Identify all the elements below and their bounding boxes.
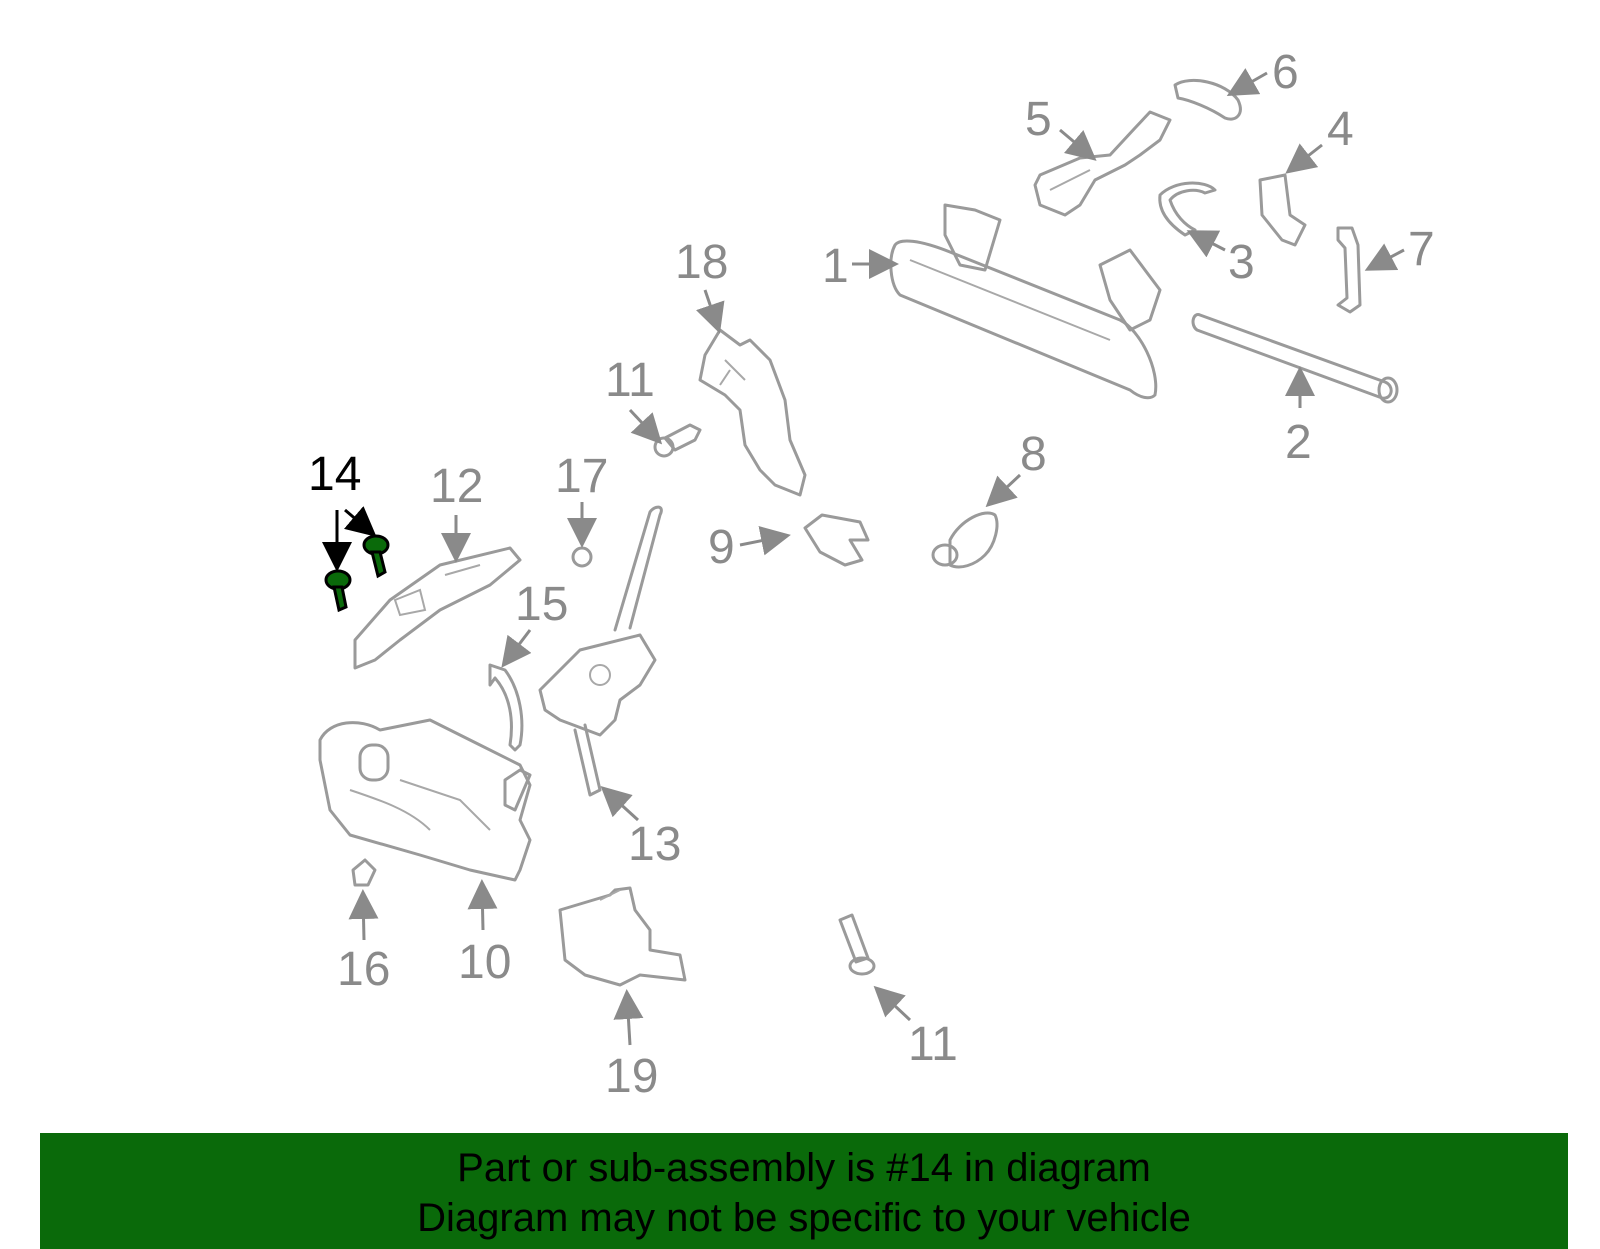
part-8-lock-cylinder: [931, 511, 999, 569]
part-6-cap: [1173, 78, 1242, 121]
callout-9: 9: [708, 521, 735, 574]
callout-7: 7: [1408, 223, 1435, 276]
part-14-clips: [324, 534, 390, 613]
part-10-lock-actuator: [318, 718, 532, 882]
callout-3: 3: [1228, 236, 1255, 289]
leader-lines: [322, 68, 1405, 1046]
part-4-bracket: [1258, 173, 1307, 247]
part-2-rod: [1191, 313, 1399, 404]
parts-diagram: 1 2 3 4 5 6 7 8 9 10 11 11 12 13 14 15 1…: [308, 46, 1435, 1103]
part-1-outside-handle: [889, 203, 1162, 400]
part-11-bolt-upper: [653, 423, 702, 458]
callout-11-upper: 11: [605, 354, 655, 407]
part-3-clip: [1158, 181, 1217, 237]
part-15-cable: [488, 663, 524, 752]
part-19-module: [558, 886, 687, 987]
info-banner: Part or sub-assembly is #14 in diagram D…: [40, 1133, 1568, 1249]
part-17-ring: [571, 546, 593, 568]
part-13-latch: [538, 505, 663, 797]
callout-11-lower: 11: [908, 1018, 958, 1071]
callout-10: 10: [458, 936, 511, 989]
part-12-bracket: [353, 546, 522, 670]
part-16-plug: [351, 858, 377, 887]
callout-1: 1: [822, 240, 849, 293]
banner-line-2: Diagram may not be specific to your vehi…: [417, 1196, 1191, 1240]
callout-8: 8: [1020, 428, 1047, 481]
part-11-bolt-lower: [838, 913, 876, 976]
part-5-lever: [1033, 110, 1172, 217]
callout-19: 19: [605, 1050, 658, 1103]
banner-line-1: Part or sub-assembly is #14 in diagram: [457, 1146, 1151, 1190]
part-9-clip: [803, 513, 870, 567]
callout-13: 13: [628, 818, 681, 871]
callout-12: 12: [430, 460, 483, 513]
callout-18: 18: [675, 236, 728, 289]
callout-labels: 1 2 3 4 5 6 7 8 9 10 11 11 12 13 14 15 1…: [308, 46, 1435, 1103]
callout-14: 14: [308, 448, 361, 501]
callout-15: 15: [515, 578, 568, 631]
part-18-bracket: [698, 328, 807, 497]
callout-5: 5: [1025, 93, 1052, 146]
callout-17: 17: [555, 450, 608, 503]
callout-4: 4: [1327, 103, 1354, 156]
callout-6: 6: [1272, 46, 1299, 99]
callout-2: 2: [1285, 416, 1312, 469]
part-7-link: [1336, 226, 1362, 314]
callout-16: 16: [337, 943, 390, 996]
